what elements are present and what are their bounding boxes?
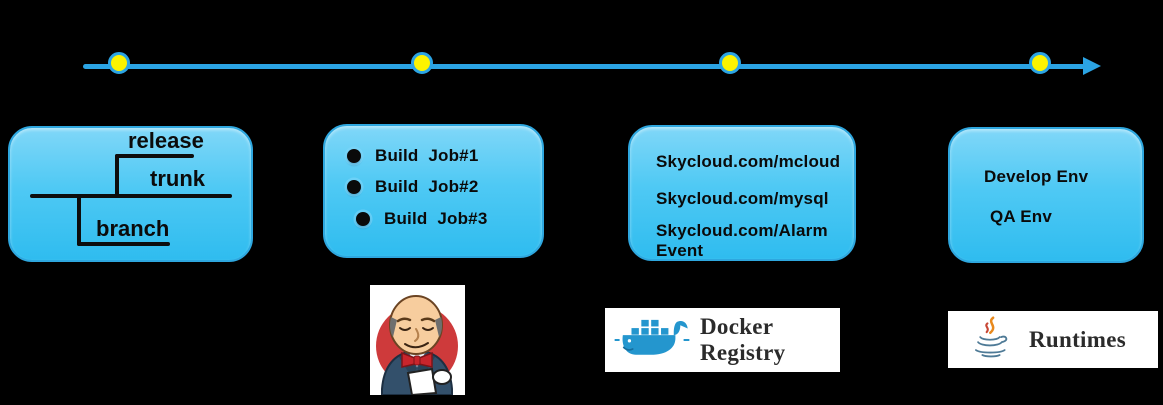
arrowhead-icon bbox=[1083, 57, 1101, 75]
jenkins-mascot-icon bbox=[370, 285, 465, 395]
registry-images-panel: Skycloud.com/mcloud Skycloud.com/mysql S… bbox=[628, 125, 856, 261]
timeline-node-icon bbox=[108, 52, 130, 74]
timeline-node-icon bbox=[411, 52, 433, 74]
build-job-label: Build Job#3 bbox=[384, 209, 488, 228]
bullet-icon bbox=[356, 212, 370, 226]
docker-registry-label: Docker Registry bbox=[700, 314, 786, 365]
timeline-node-icon bbox=[719, 52, 741, 74]
runtimes-label: Runtimes bbox=[1029, 326, 1126, 352]
registry-image-label: Skycloud.com/Alarm Event bbox=[656, 221, 828, 260]
environment-label: QA Env bbox=[990, 207, 1052, 226]
registry-image-label: Skycloud.com/mysql bbox=[656, 189, 829, 208]
trunk-label: trunk bbox=[150, 166, 205, 191]
docker-whale-icon bbox=[613, 317, 691, 363]
release-branch-line bbox=[115, 154, 119, 198]
timeline-node-icon bbox=[1029, 52, 1051, 74]
scm-branching-panel: release trunk branch bbox=[8, 126, 253, 262]
environments-panel: Develop Env QA Env bbox=[948, 127, 1144, 263]
bullet-icon bbox=[347, 180, 361, 194]
list-item: Build Job#2 bbox=[347, 175, 478, 199]
build-jobs-panel: Build Job#1 Build Job#2 Build Job#3 bbox=[323, 124, 544, 258]
runtimes-logo-card: Runtimes bbox=[948, 311, 1158, 368]
trunk-line bbox=[30, 194, 232, 198]
docker-registry-logo-card: Docker Registry bbox=[605, 308, 840, 372]
branch-line bbox=[77, 196, 81, 246]
branch-line bbox=[77, 242, 170, 246]
environment-label: Develop Env bbox=[984, 167, 1089, 186]
release-branch-line bbox=[115, 154, 194, 158]
build-job-label: Build Job#2 bbox=[375, 177, 479, 196]
build-job-label: Build Job#1 bbox=[375, 146, 479, 165]
list-item: Build Job#3 bbox=[347, 207, 487, 231]
timeline-line bbox=[83, 64, 1085, 69]
list-item: Build Job#1 bbox=[347, 144, 478, 168]
jenkins-logo-card bbox=[370, 285, 465, 395]
bullet-icon bbox=[347, 149, 361, 163]
java-cup-icon bbox=[968, 315, 1014, 365]
branch-label: branch bbox=[96, 216, 170, 241]
release-label: release bbox=[128, 128, 204, 153]
registry-image-label: Skycloud.com/mcloud bbox=[656, 152, 841, 171]
